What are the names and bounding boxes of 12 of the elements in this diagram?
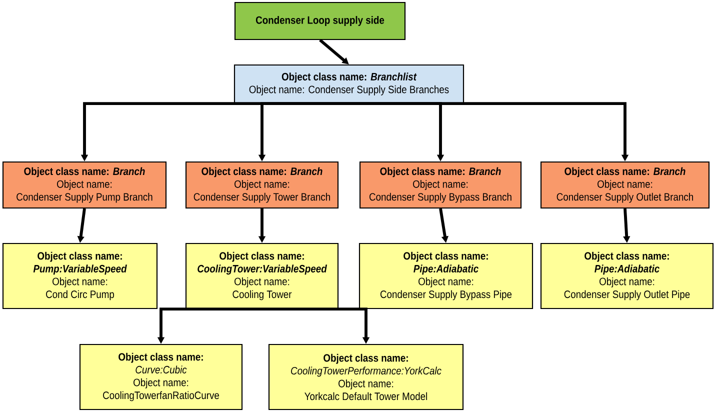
branch-box: Object class name: Branch Object name: Condenser Supply Outlet Branch [540,161,710,209]
object-box: Object class name: Pump:VariableSpeed Object name: Cond Circ Pump [2,242,158,310]
object-box: Object class name: Pipe:Adiabatic Object name: Condenser Supply Outlet Pipe [540,242,714,310]
object-box: Object class name: Curve:Cubic Object name: CoolingTowerfanRatioCurve [79,344,243,410]
branch-box: Object class name: Branch Object name: Condenser Supply Tower Branch [185,161,339,209]
branch-box: Object class name: Branch Object name: Condenser Supply Bypass Branch [359,161,522,209]
title-box: Condenser Loop supply side [234,2,406,40]
branch-box: Object class name: Branch Object name: Condenser Supply Pump Branch [2,161,167,209]
object-box: Object class name: Pipe:Adiabatic Object name: Condenser Supply Bypass Pipe [358,242,534,310]
object-box: Object class name: CoolingTower:VariableSpeed Object name: Cooling Tower [185,242,339,310]
branchlist-box: Object class name: Branchlist Object name: Condenser Supply Side Branches [234,64,464,104]
object-box: Object class name: CoolingTowerPerformance:YorkCalc Object name: Yorkcalc Default Tower Model [268,344,464,410]
